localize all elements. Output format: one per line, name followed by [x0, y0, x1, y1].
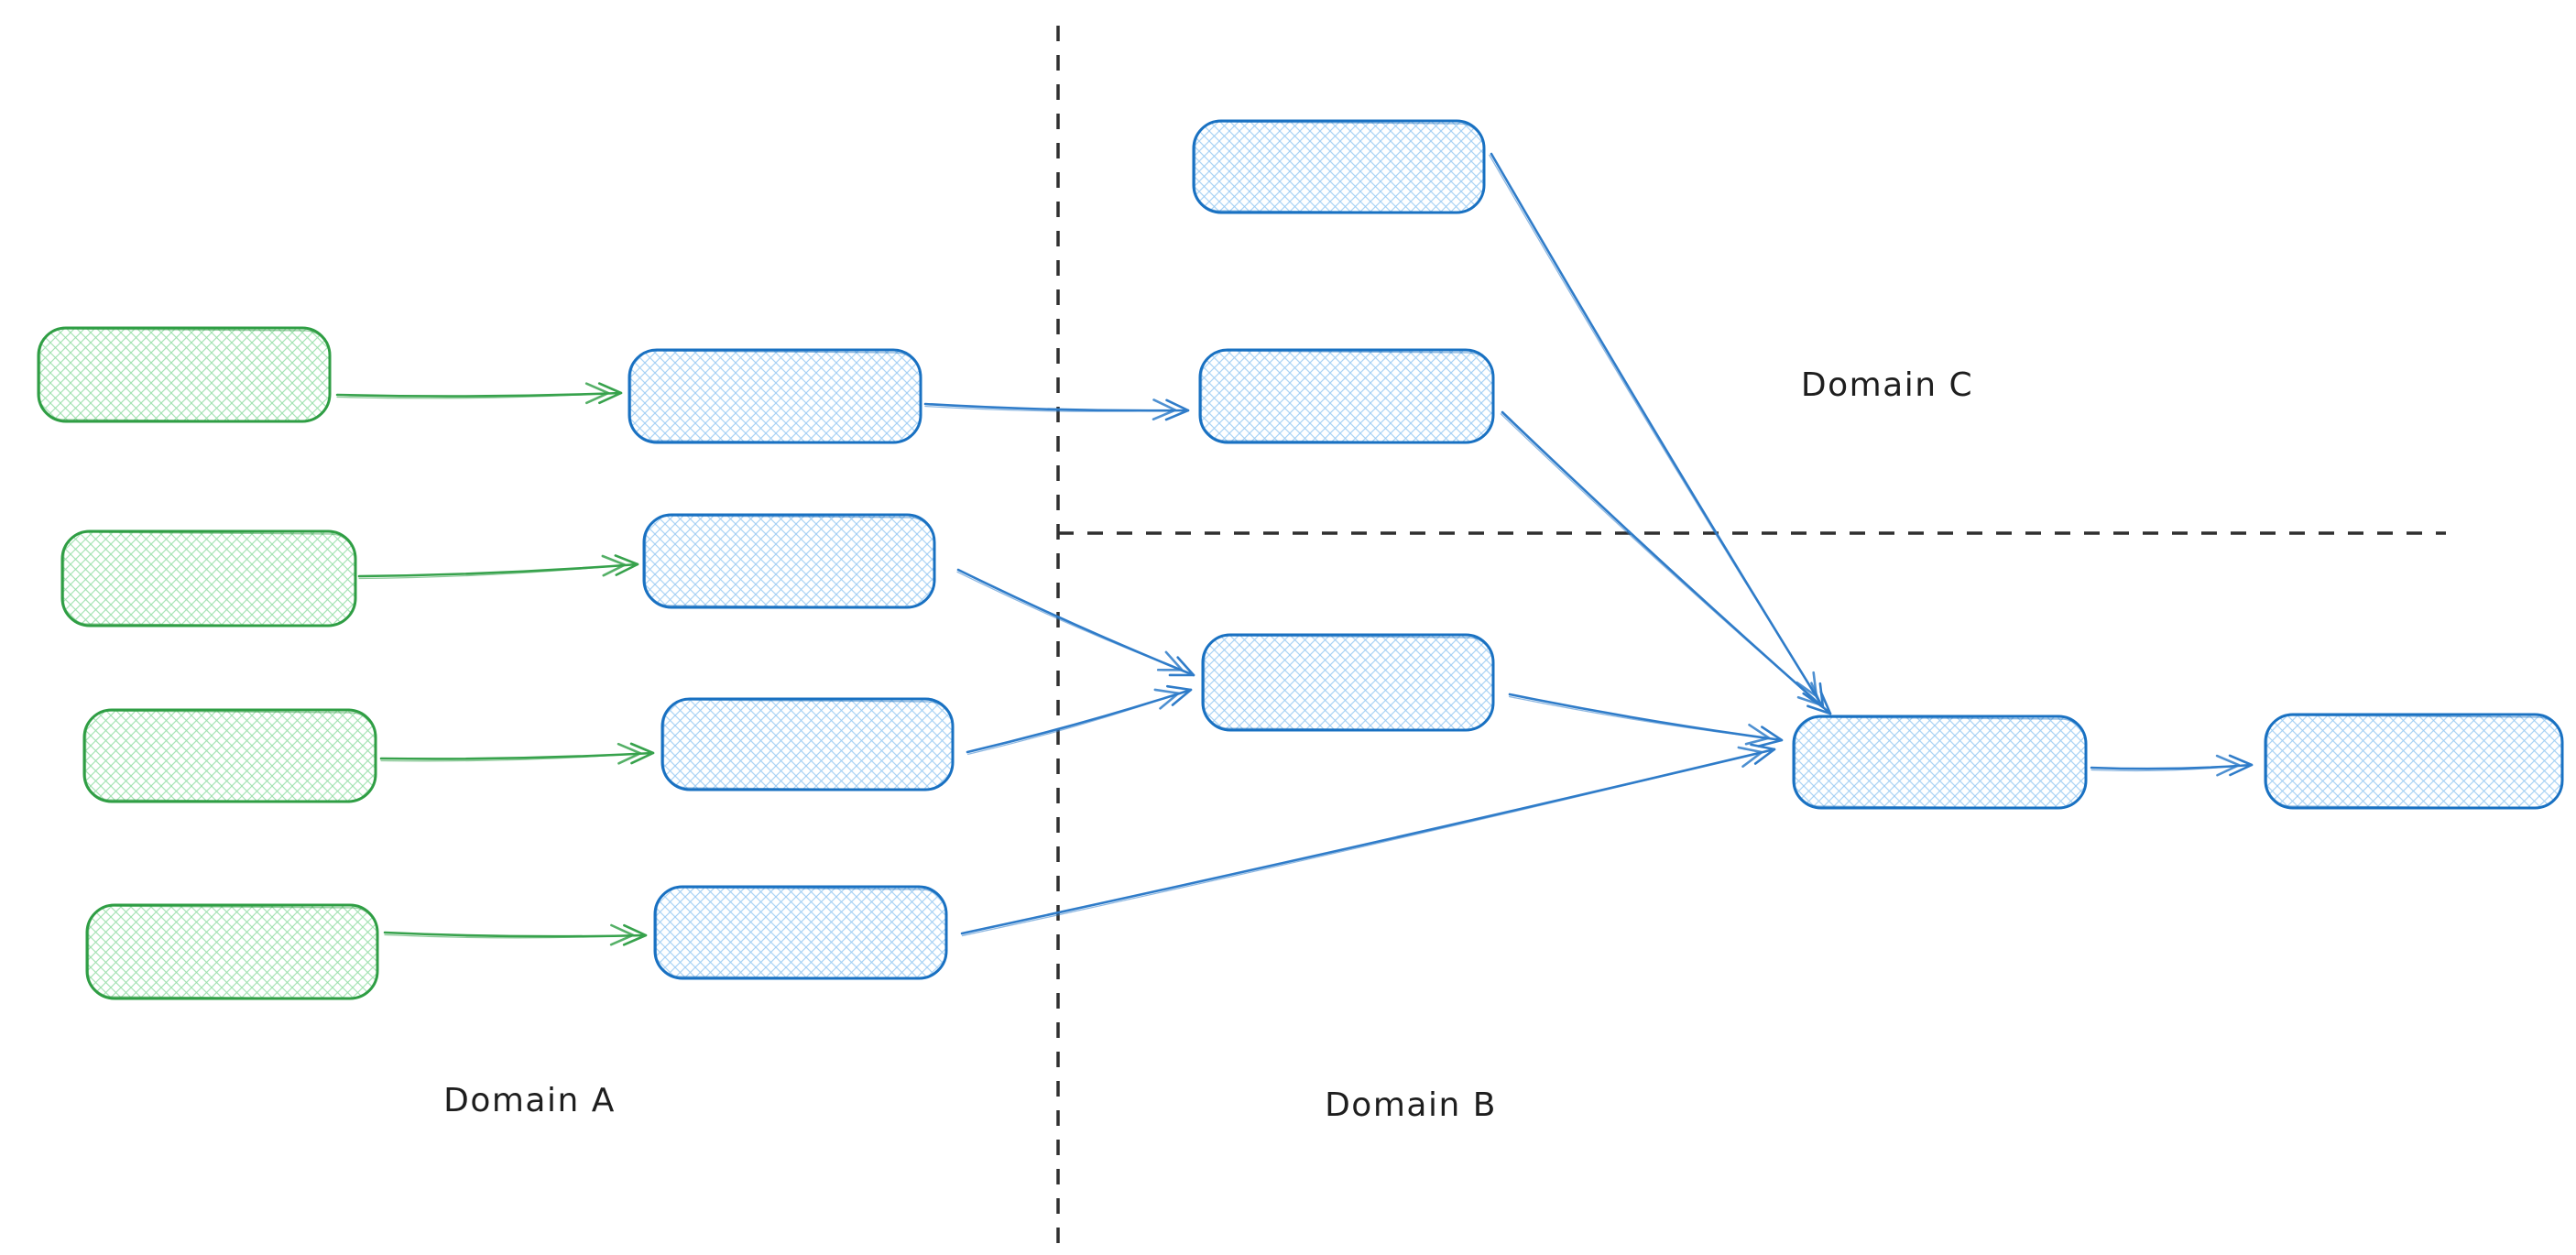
node-a-stage-1[interactable] — [628, 348, 922, 444]
edge-a-source-4-a-stage-4[interactable] — [383, 923, 648, 946]
edge-a-stage-3-b-box-1[interactable] — [966, 684, 1193, 756]
edge-c-box-2-b-hub[interactable] — [1500, 410, 1832, 715]
node-a-source-2[interactable] — [60, 529, 357, 628]
domain-b-label[interactable]: Domain B — [1325, 1086, 1497, 1124]
node-a-stage-4[interactable] — [653, 885, 948, 980]
node-b-hub[interactable] — [1792, 715, 2088, 810]
edge-b-hub-b-output[interactable] — [2090, 754, 2254, 777]
node-c-box-1[interactable] — [1192, 119, 1486, 214]
node-b-box-1[interactable] — [1201, 633, 1495, 732]
node-c-box-2[interactable] — [1198, 348, 1495, 444]
domain-a-label[interactable]: Domain A — [443, 1082, 616, 1119]
node-a-source-1[interactable] — [37, 326, 332, 423]
domain-c-label[interactable]: Domain C — [1801, 366, 1973, 404]
edge-a-source-3-a-stage-3[interactable] — [379, 742, 655, 765]
edge-a-stage-4-b-hub[interactable] — [960, 743, 1776, 937]
edge-b-box-1-b-hub[interactable] — [1508, 693, 1784, 748]
edge-a-stage-2-b-box-1[interactable] — [956, 568, 1195, 677]
node-a-source-3[interactable] — [82, 708, 377, 803]
edge-c-box-1-b-hub[interactable] — [1489, 152, 1825, 709]
edge-a-source-1-a-stage-1[interactable] — [335, 382, 623, 405]
edge-a-stage-1-c-box-2[interactable] — [923, 398, 1190, 421]
node-b-output[interactable] — [2264, 713, 2564, 810]
node-a-stage-3[interactable] — [660, 697, 955, 791]
edge-a-source-2-a-stage-2[interactable] — [357, 554, 639, 580]
node-a-stage-2[interactable] — [642, 513, 936, 609]
node-a-source-4[interactable] — [85, 903, 379, 1000]
